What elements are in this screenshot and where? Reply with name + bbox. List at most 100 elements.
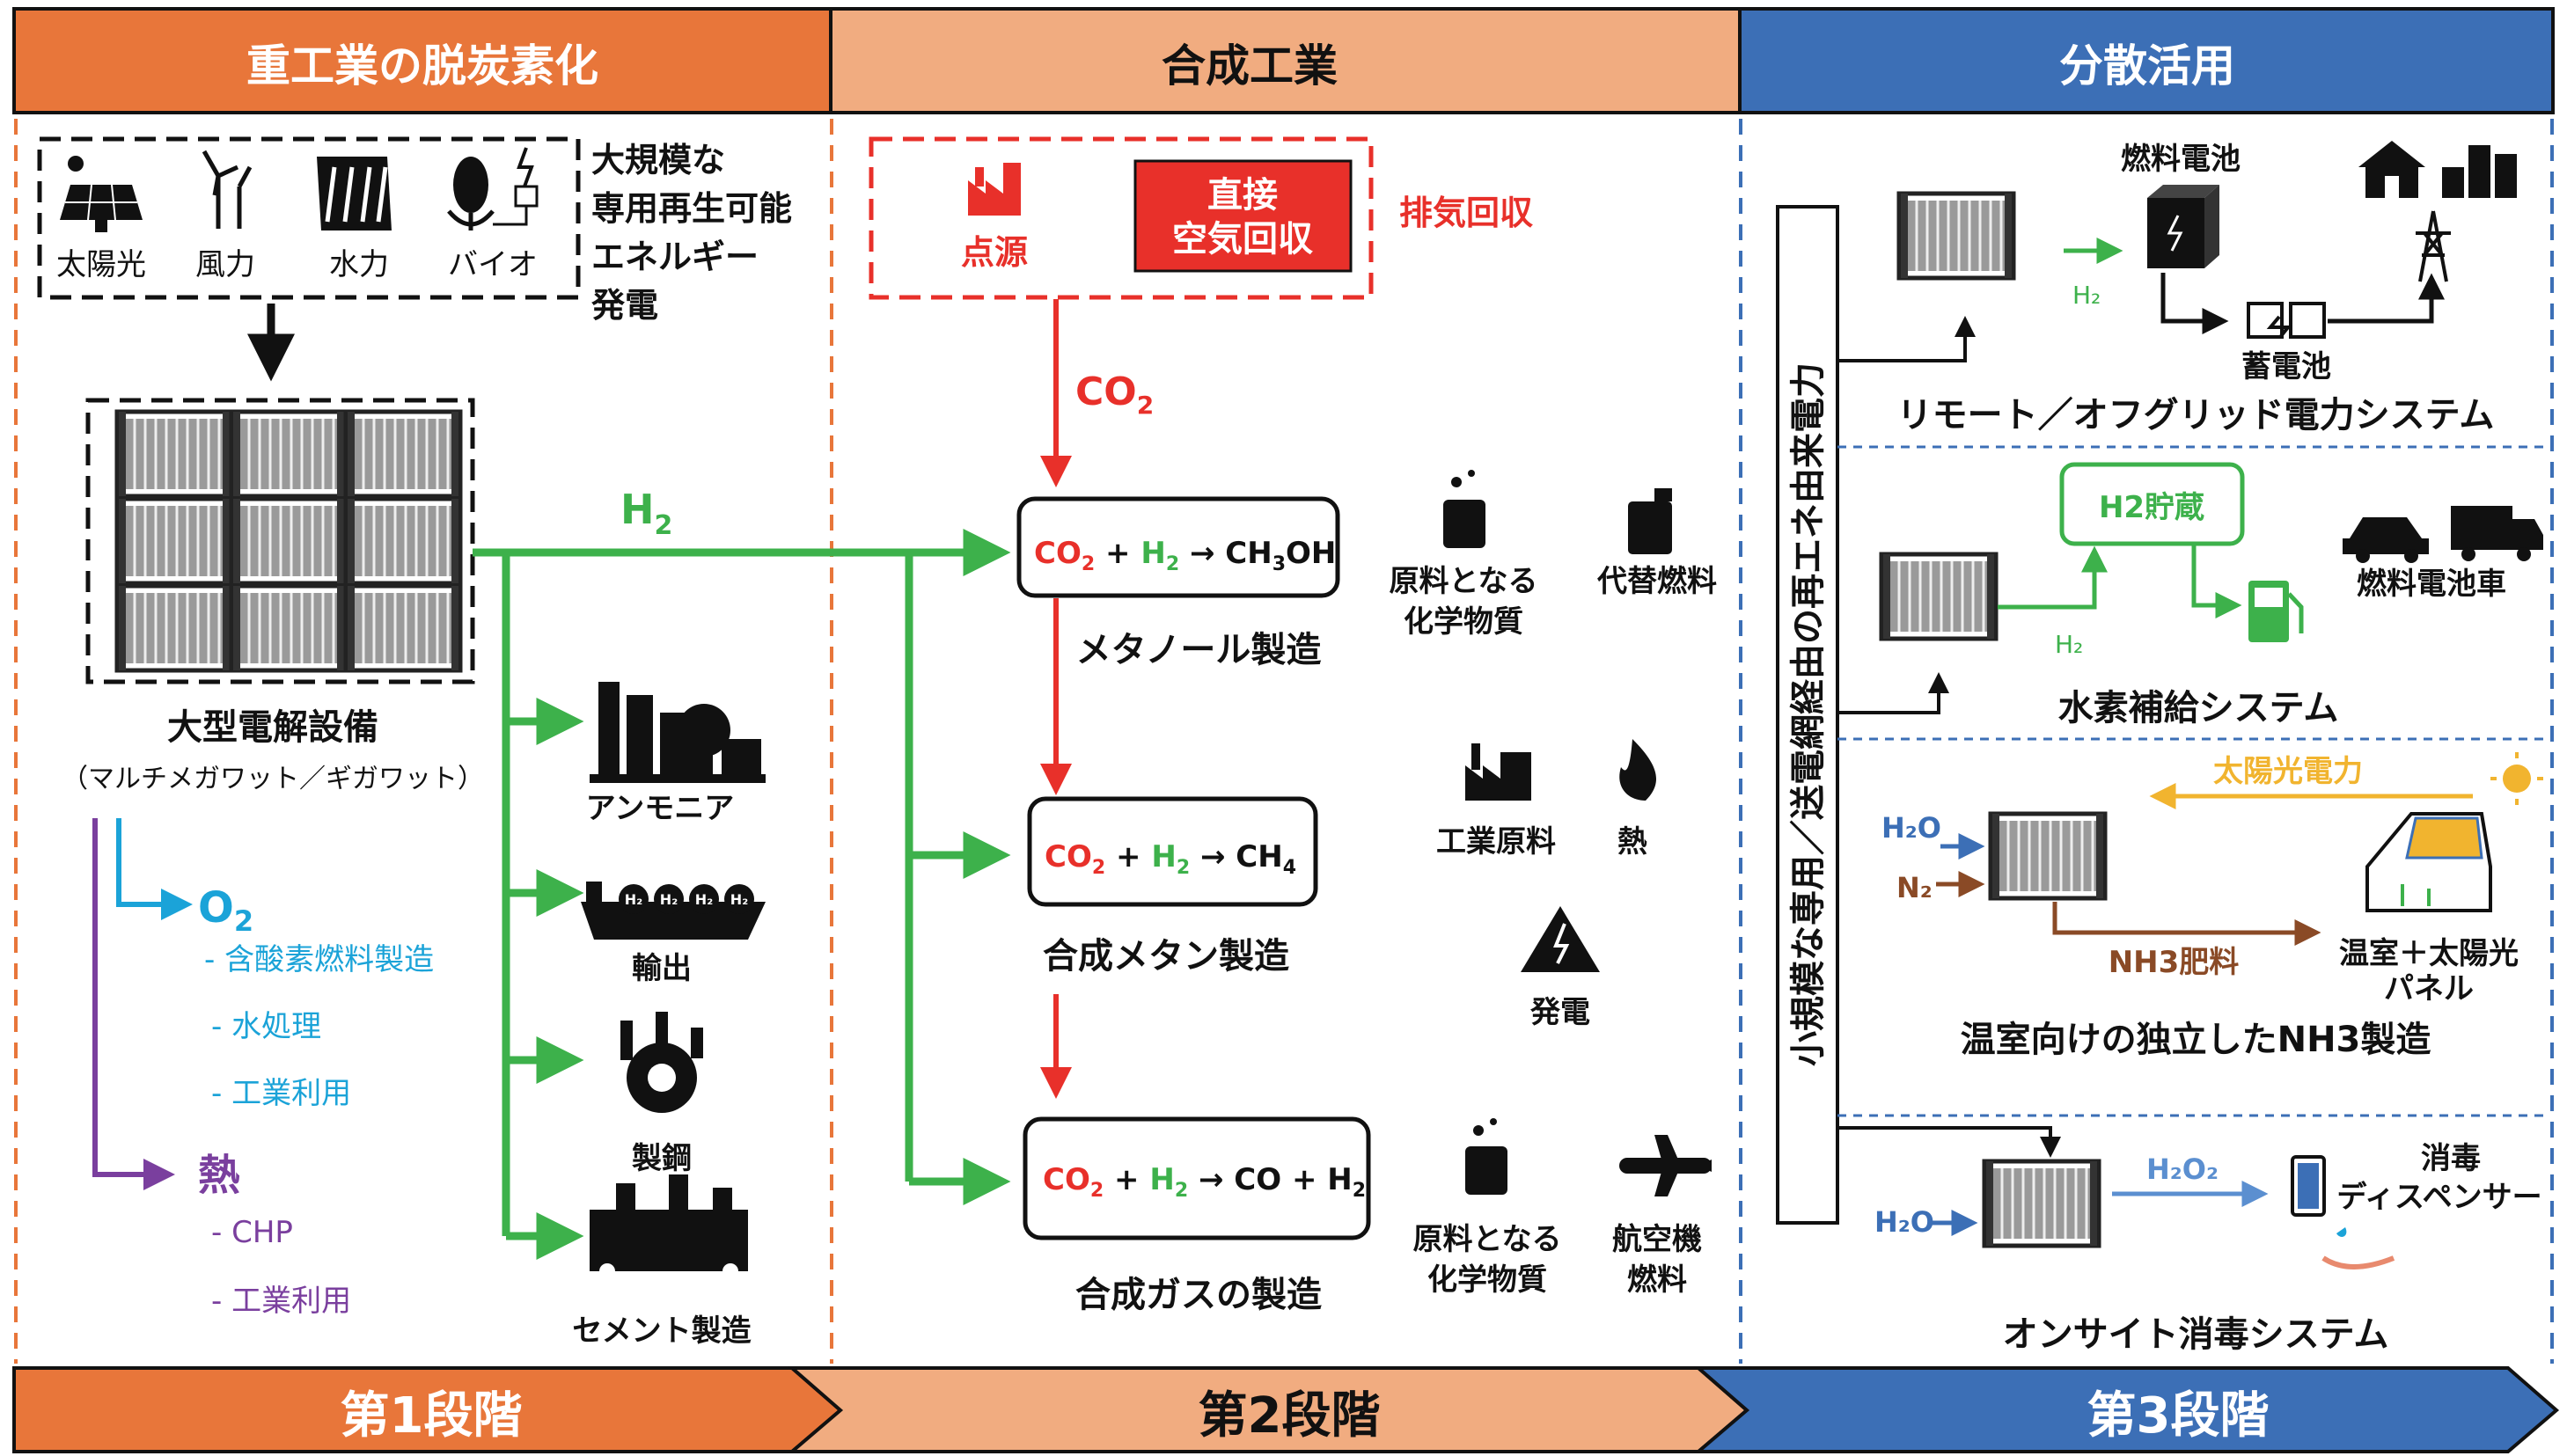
dispenser-label-line2: ディスペンサー xyxy=(2336,1180,2541,1215)
grid-power-bar xyxy=(1776,205,1839,1225)
footer-stage2: 第2段階 xyxy=(1199,1387,1381,1445)
output-alt-fuel: 代替燃料 xyxy=(1596,564,1717,599)
svg-text:CO2 + H2 → CO + H2: CO2 + H2 → CO + H2 xyxy=(1043,1162,1366,1202)
output-chemical-1-line2: 化学物質 xyxy=(1404,604,1523,640)
svg-text:H₂: H₂ xyxy=(660,891,678,908)
renewable-bio-label: バイオ xyxy=(448,247,538,282)
process-syngas-label: 合成ガスの製造 xyxy=(1075,1275,1322,1315)
grid-power-vertical-label: 小規模な専用／送電網経由の再エネ由来電力 xyxy=(1788,362,1829,1066)
methanol-reaction-box: CO2 + H2 → CH3OH xyxy=(1016,496,1340,598)
heat-uses: - CHP - 工業利用 xyxy=(211,1215,351,1319)
refuel-system-title: 水素補給システム xyxy=(2058,688,2339,728)
cement-plant-icon xyxy=(590,1174,748,1279)
airplane-icon xyxy=(1619,1135,1712,1196)
renewable-hydro-label: 水力 xyxy=(329,247,389,282)
renewables-desc-line4: 発電 xyxy=(591,286,658,325)
remote-h2-label: H₂ xyxy=(2072,281,2101,310)
renewables-desc-line2: 専用再生可能 xyxy=(591,189,792,228)
h2-label: H2 xyxy=(620,486,672,541)
footer-stage3: 第3段階 xyxy=(2087,1387,2270,1445)
renewables-desc-line1: 大規模な xyxy=(591,141,725,179)
footer-stage1: 第1段階 xyxy=(341,1387,523,1445)
process-methane-label: 合成メタン製造 xyxy=(1043,936,1289,977)
renewables-desc-line3: エネルギー xyxy=(591,238,759,276)
header-distributed-use: 分散活用 xyxy=(2059,40,2235,91)
electrolysis-subtitle: （マルチメガワット／ギガワット） xyxy=(62,764,484,794)
o2-use-industrial: - 工業利用 xyxy=(211,1076,351,1111)
header-synthesis-industry: 合成工業 xyxy=(1162,40,1338,91)
co2-label: CO2 xyxy=(1075,369,1154,420)
o2-use-oxyfuel: - 含酸素燃料製造 xyxy=(204,942,434,977)
battery-to-grid-arrow xyxy=(2328,273,2445,324)
svg-text:H₂: H₂ xyxy=(730,891,748,908)
storage-to-pump-arrow xyxy=(2191,544,2242,618)
remote-electrolyser-icon xyxy=(1899,194,2013,278)
header-heavy-industry: 重工業の脱炭素化 xyxy=(246,40,598,91)
heat-label: 熱 xyxy=(198,1151,240,1200)
industry-export-label: 輸出 xyxy=(632,951,692,986)
dispenser-label-line1: 消毒 xyxy=(2421,1141,2481,1176)
electrolysis-stacks xyxy=(117,412,460,670)
svg-text:H₂: H₂ xyxy=(625,891,642,908)
svg-text:CO2 + H2 → CH3OH: CO2 + H2 → CH3OH xyxy=(1034,536,1336,575)
renewable-wind-label: 風力 xyxy=(195,247,255,282)
remote-fuel-cell-label: 燃料電池 xyxy=(2121,142,2241,177)
wind-icon xyxy=(202,150,253,229)
disinfection-system-title: オンサイト消毒システム xyxy=(2003,1314,2389,1355)
output-chemical-1-line1: 原料となる xyxy=(1390,564,1538,599)
h2-label-main: H xyxy=(620,486,655,533)
refuel-h2-label: H₂ xyxy=(2055,630,2083,659)
process-methanol-label: メタノール製造 xyxy=(1076,630,1322,670)
svg-text:CO2 + H2 → CH4: CO2 + H2 → CH4 xyxy=(1045,839,1296,879)
nh3-system-title: 温室向けの独立したNH3製造 xyxy=(1961,1020,2431,1060)
footer-bar: 第1段階 第2段階 第3段階 xyxy=(12,1366,2560,1453)
nh3-electrolyser-icon xyxy=(1991,814,2105,898)
greenhouse-label-line1: 温室＋太陽光 xyxy=(2339,936,2519,971)
solar-icon xyxy=(60,156,143,232)
svg-text:H₂: H₂ xyxy=(695,891,713,908)
renewables-box xyxy=(37,136,581,300)
co2-label-main: CO xyxy=(1075,369,1137,414)
h2-label-sub: 2 xyxy=(655,510,673,541)
syngas-reaction-box: CO2 + H2 → CO + H2 xyxy=(1023,1116,1371,1240)
greenhouse-label-line2: パネル xyxy=(2384,971,2474,1006)
output-aviation-fuel-line2: 燃料 xyxy=(1627,1262,1687,1298)
renewables-description: 大規模な 専用再生可能 エネルギー 発電 xyxy=(591,141,792,325)
steel-gear-icon xyxy=(620,1012,703,1113)
heat-use-chp: - CHP xyxy=(211,1215,293,1250)
greenhouse-icon xyxy=(2365,812,2492,912)
sun-icon xyxy=(2490,752,2543,805)
dac-line2: 空気回収 xyxy=(1172,219,1313,260)
output-chemical-2-line2: 化学物質 xyxy=(1427,1262,1547,1298)
industry-ammonia-label: アンモニア xyxy=(586,791,735,826)
output-industrial-feedstock: 工業原料 xyxy=(1436,824,1556,860)
header-bar: 重工業の脱炭素化 合成工業 分散活用 xyxy=(12,7,2555,114)
solar-power-label: 太陽光電力 xyxy=(2213,754,2363,789)
export-ship-icon: H₂ H₂ H₂ H₂ xyxy=(581,882,766,940)
nh3-fertilizer-label: NH3肥料 xyxy=(2109,945,2240,980)
electrolysis-box xyxy=(85,398,475,684)
hydro-icon xyxy=(317,157,392,230)
h2-storage-box xyxy=(2059,462,2245,546)
dac-line1: 直接 xyxy=(1207,175,1278,216)
disinfect-h2o-label: H₂O xyxy=(1874,1205,1934,1239)
ammonia-plant-icon xyxy=(590,682,766,783)
o2-arrow xyxy=(116,818,193,920)
output-power: 発電 xyxy=(1530,995,1590,1030)
industrial-feedstock-icon xyxy=(1465,743,1531,801)
capture-box xyxy=(869,136,1374,300)
fuel-cell-vehicle-label: 燃料電池車 xyxy=(2357,567,2506,602)
h2o2-label: H₂O₂ xyxy=(2146,1152,2219,1186)
house-icon xyxy=(2358,141,2425,198)
disinfect-electrolyser-icon xyxy=(1984,1161,2099,1246)
battery-icon xyxy=(2247,302,2326,339)
nh3-fertilizer-arrow xyxy=(2052,902,2321,946)
truck-icon xyxy=(2451,506,2543,561)
dispenser-icon xyxy=(2291,1155,2395,1269)
o2-label: O2 xyxy=(198,883,253,938)
o2-label-sub: 2 xyxy=(234,904,253,938)
flame-icon xyxy=(1619,739,1656,801)
industry-cement-label: セメント製造 xyxy=(572,1313,751,1349)
fuel-cell-icon xyxy=(2147,185,2219,268)
